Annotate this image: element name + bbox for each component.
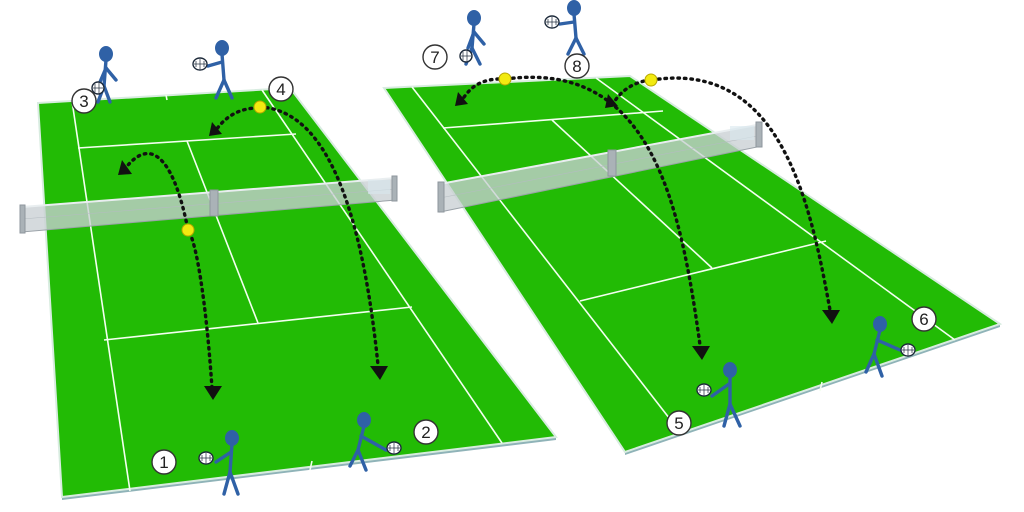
player-badge-5: 5 [666,410,692,436]
right-trajectory-right-long [650,76,832,312]
left-net-center-strap [209,189,219,217]
svg-text:4: 4 [276,80,285,99]
right-court-center-service-line [551,119,713,269]
right-court-net [437,121,763,213]
right-net-post-left [437,181,445,213]
player-3 [91,46,118,104]
tennis-racket-icon [696,383,712,397]
tennis-racket-icon [198,451,214,465]
tennis-racket-icon [900,343,916,357]
tennis-racket-icon [386,441,402,455]
player-badge-4: 4 [268,76,294,102]
left-net-post-right [391,175,398,202]
player-badge-7: 7 [422,44,448,70]
player-badge-2: 2 [413,419,439,445]
tennis-ball-icon [498,72,512,86]
player-8 [544,0,586,56]
arrowhead-icon [455,92,468,106]
tennis-ball-icon [644,73,658,87]
right-court-far-service-line [442,110,664,129]
player-7 [459,10,486,66]
arrowhead-icon [118,160,132,175]
arrowhead-icon [605,94,618,108]
left-court-surface [36,86,558,499]
player-2 [348,412,402,472]
right-court-near-service-line [579,240,827,302]
tennis-racket-icon [91,81,105,95]
player-number-badges: 1 2 3 4 5 6 7 8 [71,44,937,475]
left-court-singles-line-right [261,89,503,444]
arrowhead-icon [204,386,222,400]
tennis-racket-icon [192,57,208,71]
left-court-center-service-line [186,140,259,324]
player-5 [696,362,742,428]
player-4 [192,40,234,100]
right-trajectory-right-short [612,78,652,104]
left-trajectory-short [122,151,214,390]
arrowhead-icon [692,346,710,360]
arrowhead-icon [822,310,840,324]
svg-text:3: 3 [79,92,88,111]
player-badge-8: 8 [564,53,590,79]
right-net-center-strap [607,149,617,177]
player-figure-icon [206,40,234,100]
arrowhead-icon [209,122,222,136]
svg-text:7: 7 [430,48,439,67]
tennis-racket-icon [459,49,473,63]
svg-text:2: 2 [421,423,430,442]
tennis-ball-icon [253,100,267,114]
svg-text:6: 6 [919,310,928,329]
player-figure-icon [214,430,240,496]
right-trajectory-center [504,75,702,347]
left-net-post-left [19,204,26,234]
left-trajectory-long [258,105,380,367]
left-court-net [19,175,398,234]
player-figure-icon [864,316,902,378]
left-court-far-center-mark [165,94,168,101]
right-court-singles-line-right [595,77,956,341]
right-net-post-right [755,121,763,148]
player-figure-icon [558,0,586,56]
ball-trajectories [118,75,840,400]
svg-text:1: 1 [159,453,168,472]
tennis-ball-icon [181,223,195,237]
player-figure-icon [710,362,742,428]
tennis-racket-icon [544,15,560,29]
svg-text:5: 5 [674,414,683,433]
left-court-singles-line-left [71,100,131,492]
player-badge-3: 3 [71,88,97,114]
left-trajectory-return [214,106,260,132]
svg-text:8: 8 [572,57,581,76]
player-badge-1: 1 [151,449,177,475]
right-court-near-center-mark [819,381,823,392]
player-figure-icon [348,412,388,472]
player-6 [864,316,916,378]
player-1 [198,430,240,496]
player-badge-6: 6 [911,306,937,332]
left-court-near-center-mark [309,460,313,471]
tennis-balls [181,72,658,237]
left-court-near-service-line [103,306,413,341]
right-court-singles-line-left [411,86,681,433]
arrowhead-icon [370,366,388,380]
left-court [36,86,558,500]
